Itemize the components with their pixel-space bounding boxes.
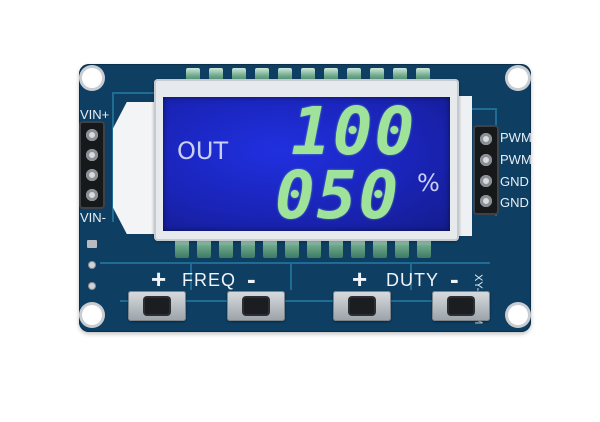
lcd-screen: OUT 100 050 %: [163, 97, 450, 231]
freq-minus-label: -: [247, 264, 256, 294]
freq-label: FREQ: [182, 270, 237, 290]
lcd-pin: [175, 238, 189, 258]
pcb-trace: [290, 262, 292, 290]
header-pin: [480, 175, 492, 187]
freq-plus-label: +: [151, 264, 167, 294]
duty-plus-label: +: [352, 264, 368, 294]
pcb-trace: [112, 92, 157, 94]
lcd-pin: [417, 238, 431, 258]
header-pin: [86, 129, 98, 141]
top-value-display: 100: [291, 93, 417, 170]
duty-minus-button[interactable]: [432, 291, 490, 321]
header-pin: [480, 133, 492, 145]
lcd-backlight-reflector: [113, 102, 159, 234]
header-pin: [480, 195, 492, 207]
freq-plus-button[interactable]: [128, 291, 186, 321]
duty-minus-label: -: [450, 264, 459, 294]
mounting-hole-bottom-left: [82, 305, 102, 325]
gnd-label-2: GND: [500, 195, 529, 210]
vin-header: [81, 123, 103, 207]
lcd-pin: [263, 238, 277, 258]
header-pin: [86, 149, 98, 161]
button-cap: [350, 298, 374, 314]
pwm-label-1: PWM: [500, 130, 532, 145]
percent-unit: %: [417, 169, 440, 197]
lcd-pin: [395, 238, 409, 258]
lcd-pin: [373, 238, 387, 258]
header-pin: [86, 189, 98, 201]
vin-plus-label: VIN+: [80, 107, 110, 122]
button-cap: [145, 298, 169, 314]
pcb-trace: [100, 262, 490, 264]
smd-component: [87, 240, 97, 248]
gnd-label-1: GND: [500, 174, 529, 189]
pwm-output-header: [475, 127, 497, 213]
pcb-trace: [455, 108, 495, 110]
lcd-pin: [307, 238, 321, 258]
pcb-trace: [190, 262, 192, 290]
freq-minus-button[interactable]: [227, 291, 285, 321]
pwm-label-2: PWM: [500, 152, 532, 167]
pcb-trace: [120, 300, 490, 302]
button-cap: [449, 298, 473, 314]
lcd-pin: [285, 238, 299, 258]
via: [89, 262, 95, 268]
mounting-hole-top-right: [508, 68, 528, 88]
lcd-pin: [241, 238, 255, 258]
out-label: OUT: [177, 137, 229, 165]
bottom-value-display: 050: [275, 157, 401, 234]
mounting-hole-top-left: [82, 68, 102, 88]
lcd-pin: [351, 238, 365, 258]
lcd-pin: [219, 238, 233, 258]
lcd-pin: [197, 238, 211, 258]
mounting-hole-bottom-right: [508, 305, 528, 325]
via: [89, 283, 95, 289]
duty-label: DUTY: [386, 270, 439, 290]
vin-minus-label: VIN-: [80, 210, 106, 225]
pcb-trace: [410, 262, 412, 290]
header-pin: [480, 154, 492, 166]
duty-plus-button[interactable]: [333, 291, 391, 321]
header-pin: [86, 169, 98, 181]
lcd-pin: [329, 238, 343, 258]
button-cap: [244, 298, 268, 314]
